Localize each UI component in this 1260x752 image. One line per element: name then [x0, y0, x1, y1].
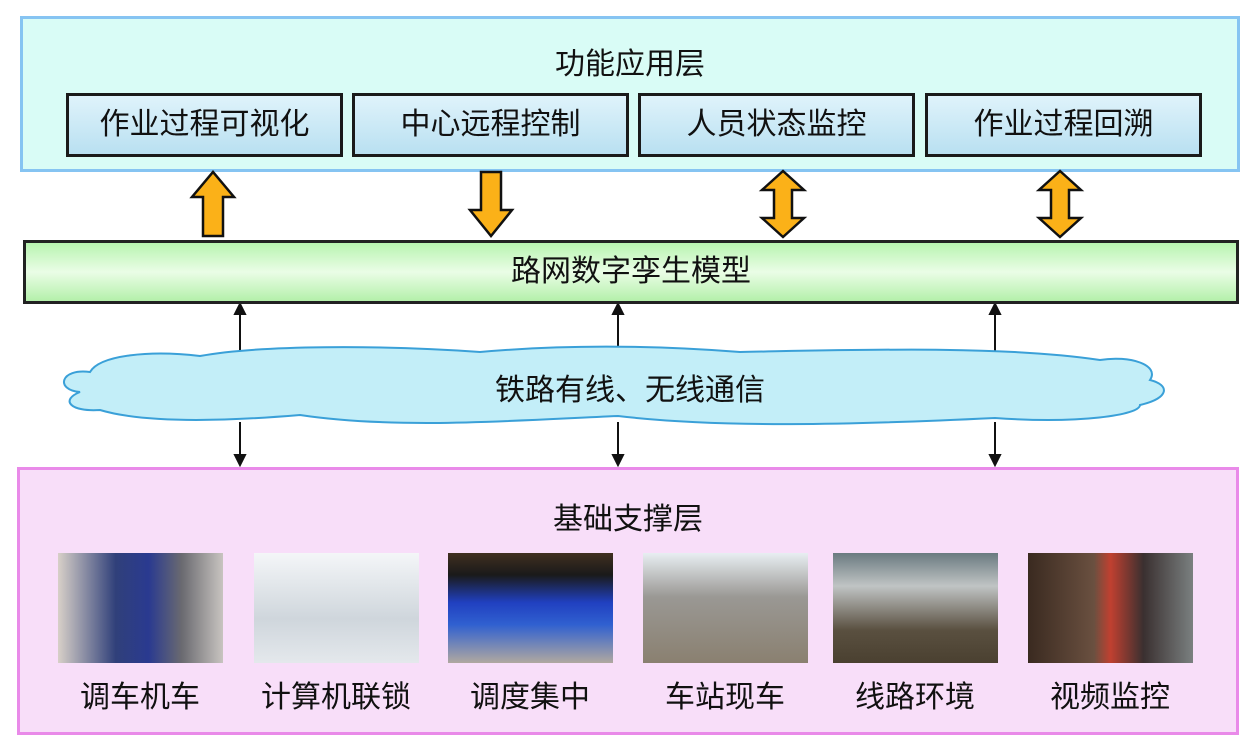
track-environment-photo: [833, 553, 998, 663]
interlocking-room-photo: [254, 553, 419, 663]
cloud-shape: [63, 345, 1165, 426]
network-label: 铁路有线、无线通信: [495, 373, 765, 408]
digital-twin-model-layer: 路网数字孪生模型: [23, 240, 1239, 304]
item-label: 视频监控: [1050, 680, 1170, 715]
locomotive-photo: [58, 553, 223, 663]
item-label: 车站现车: [665, 680, 785, 715]
item-label: 调车机车: [80, 680, 200, 715]
video-monitoring-photo: [1028, 553, 1193, 663]
layer-title: 基础支撑层: [553, 502, 703, 537]
dispatch-center-photo: [448, 553, 613, 663]
down-arrow-icon: [467, 170, 515, 238]
function-box-process-replay: 作业过程回溯: [925, 93, 1202, 157]
function-box-staff-monitoring: 人员状态监控: [638, 93, 915, 157]
function-box-visualization: 作业过程可视化: [66, 93, 343, 157]
item-label: 线路环境: [855, 680, 975, 715]
up-arrow-icon: [189, 170, 237, 238]
item-label: 计算机联锁: [261, 680, 411, 715]
function-box-remote-control: 中心远程控制: [352, 93, 629, 157]
station-yard-photo: [643, 553, 808, 663]
double-arrow-icon: [1035, 169, 1085, 239]
layer-title: 功能应用层: [555, 47, 705, 82]
item-label: 调度集中: [470, 680, 590, 715]
double-arrow-icon: [758, 169, 808, 239]
